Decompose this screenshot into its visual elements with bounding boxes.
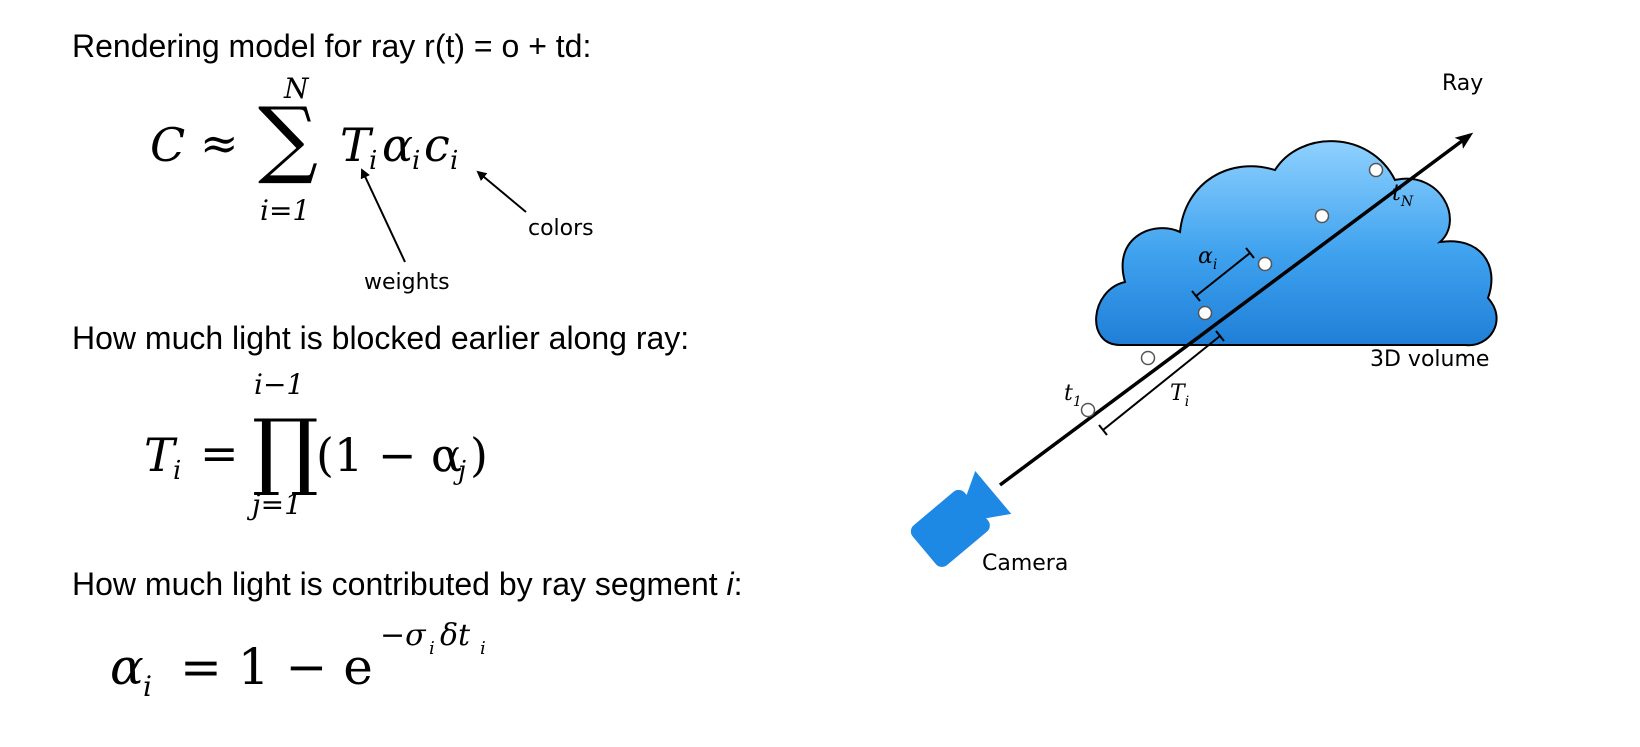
eq2-lower: j=1	[252, 488, 302, 521]
ray-diagram: Ray 3D volume Camera t1 tN αi Ti	[910, 71, 1498, 576]
eq1-sub-alpha: i	[412, 146, 421, 176]
eq3-exponent: −σ	[380, 618, 426, 653]
sample-point	[1197, 305, 1213, 321]
ray-line	[998, 132, 1474, 487]
eq3-exp-sub1: i	[429, 638, 435, 659]
camera-icon	[910, 470, 1012, 567]
eq2-upper: i−1	[254, 368, 305, 401]
volume-label: 3D volume	[1370, 347, 1489, 372]
colors-arrow	[476, 170, 527, 213]
eq3-exp-sub2: i	[480, 638, 486, 659]
eq1-sum-symbol: ∑	[258, 89, 318, 187]
camera-label: Camera	[982, 551, 1068, 576]
volume-cloud	[1095, 140, 1498, 347]
sample-point	[1257, 256, 1273, 272]
eq2-prod-symbol: ∏	[252, 401, 319, 499]
eq2-equals: =	[200, 426, 239, 480]
heading-contributed-var: i	[726, 566, 734, 602]
heading-contributed: How much light is contributed by ray seg…	[72, 566, 743, 603]
t1-label: t1	[1064, 381, 1082, 410]
weights-label: weights	[364, 270, 450, 295]
eq1-lhs: C	[150, 118, 186, 172]
sample-point-tN	[1368, 162, 1384, 178]
alpha-interval-bracket	[1191, 247, 1255, 302]
eq1-term-alpha: α	[382, 118, 414, 172]
eq1-term-c: c	[424, 118, 450, 172]
eq2-lhs: T	[144, 428, 175, 482]
T-label: Ti	[1170, 381, 1189, 410]
sample-point	[1140, 350, 1156, 366]
eq1-approx: ≈	[200, 116, 239, 170]
alpha-label: αi	[1198, 244, 1217, 273]
sample-point-t1	[1080, 402, 1096, 418]
heading-rendering-model: Rendering model for ray r(t) = o + td:	[72, 28, 592, 64]
heading-contributed-colon: :	[733, 566, 743, 602]
sample-point	[1314, 208, 1330, 224]
tN-label: tN	[1392, 181, 1414, 210]
eq1-sub-c: i	[450, 146, 459, 176]
heading-contributed-text: How much light is contributed by ray seg…	[72, 566, 727, 602]
weights-arrow	[360, 168, 406, 263]
eq2-lhs-sub: i	[173, 456, 182, 486]
sample-points	[1080, 162, 1384, 418]
eq3-rhs: = 1 − e	[180, 638, 373, 696]
eq1-lower: i=1	[260, 194, 311, 227]
colors-label: colors	[528, 216, 594, 241]
eq3-exp-mid: δt	[440, 618, 471, 653]
eq2-body-sub: j	[458, 456, 467, 486]
eq1-sub-T: i	[369, 146, 378, 176]
ray-label: Ray	[1442, 71, 1483, 96]
eq3-lhs: α	[110, 638, 144, 696]
eq2-body: (1 − α	[316, 428, 463, 482]
transmittance-bracket	[1098, 330, 1225, 436]
eq1-term-T: T	[340, 118, 371, 172]
eq2-close-paren: )	[470, 428, 488, 482]
eq3-lhs-sub: i	[143, 670, 152, 703]
eq1-annotation-arrows	[360, 168, 527, 263]
eq1-upper: N	[284, 72, 309, 105]
heading-blocked: How much light is blocked earlier along …	[72, 320, 690, 356]
